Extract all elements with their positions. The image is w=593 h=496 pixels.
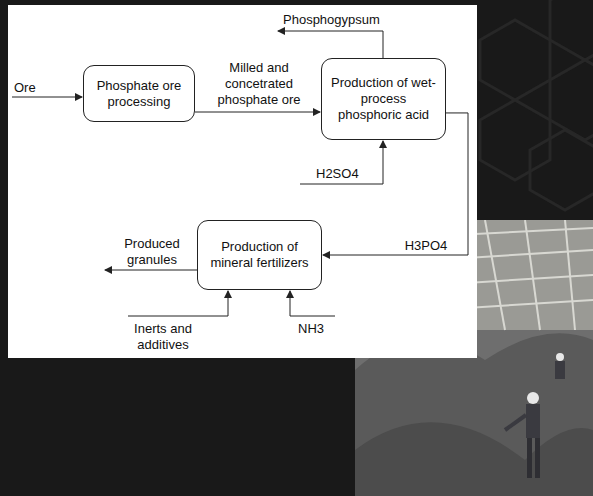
hexagon [480, 20, 550, 100]
worker-leg [535, 438, 540, 478]
truss [485, 220, 505, 330]
input-arrow [300, 141, 383, 184]
node-text: Phosphate ore processing [90, 78, 188, 110]
process-box: Production of mineral fertilizers [197, 220, 322, 290]
hexagon [550, 60, 593, 140]
fertilizer-pile [355, 422, 593, 496]
process-box: Phosphate ore processing [83, 65, 195, 122]
hexagon-pattern [480, 0, 593, 210]
worker [505, 392, 540, 478]
output-arrow [278, 31, 383, 58]
hexagon [480, 100, 550, 180]
flow-label: Produced granules [116, 236, 188, 268]
edge-label: Milled and concetrated phosphate ore [200, 60, 318, 108]
node-text: Production of mineral fertilizers [204, 239, 315, 271]
output-arrow [105, 270, 197, 271]
node-text: Production of wet-process phosphoric aci… [328, 75, 439, 123]
truss [565, 220, 575, 330]
flow-label: Inerts and additives [124, 321, 202, 353]
worker-body [526, 404, 540, 438]
edge-label: H3PO4 [396, 238, 456, 254]
helmet [556, 353, 564, 361]
flow-label: NH3 [298, 321, 338, 337]
worker [555, 353, 565, 379]
flow-arrow [195, 112, 320, 113]
input-arrow [290, 291, 335, 316]
process-box: Production of wet-process phosphoric aci… [321, 58, 446, 140]
helmet [527, 392, 539, 404]
worker-arm [505, 415, 526, 430]
flow-label: Ore [14, 80, 74, 96]
worker-body [555, 361, 565, 379]
hexagon [530, 130, 593, 210]
input-arrow [128, 291, 228, 316]
hexagon [550, 0, 593, 60]
worker-leg [527, 438, 532, 478]
flow-label: Phosphogypsum [283, 12, 383, 28]
truss [525, 220, 540, 330]
input-arrow [12, 97, 82, 98]
flow-label: H2SO4 [316, 166, 376, 182]
